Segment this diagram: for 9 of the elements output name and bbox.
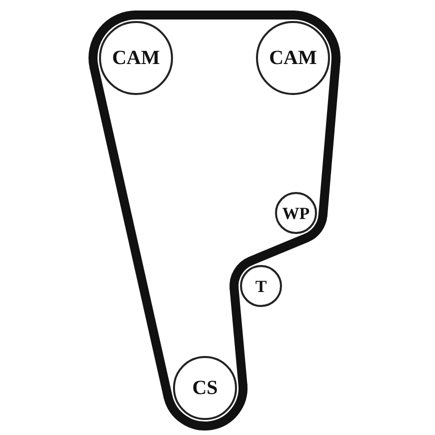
- belt-segment: [90, 62, 172, 401]
- belt-segment: [318, 57, 340, 220]
- belt-segment: [246, 233, 311, 266]
- pulley-label: T: [255, 278, 267, 294]
- pulley-label: WP: [282, 204, 310, 222]
- pulley-label: CS: [192, 378, 218, 398]
- pulley-label: CAM: [269, 48, 317, 68]
- belt-segment: [132, 10, 298, 20]
- pulley-label: CAM: [112, 48, 160, 68]
